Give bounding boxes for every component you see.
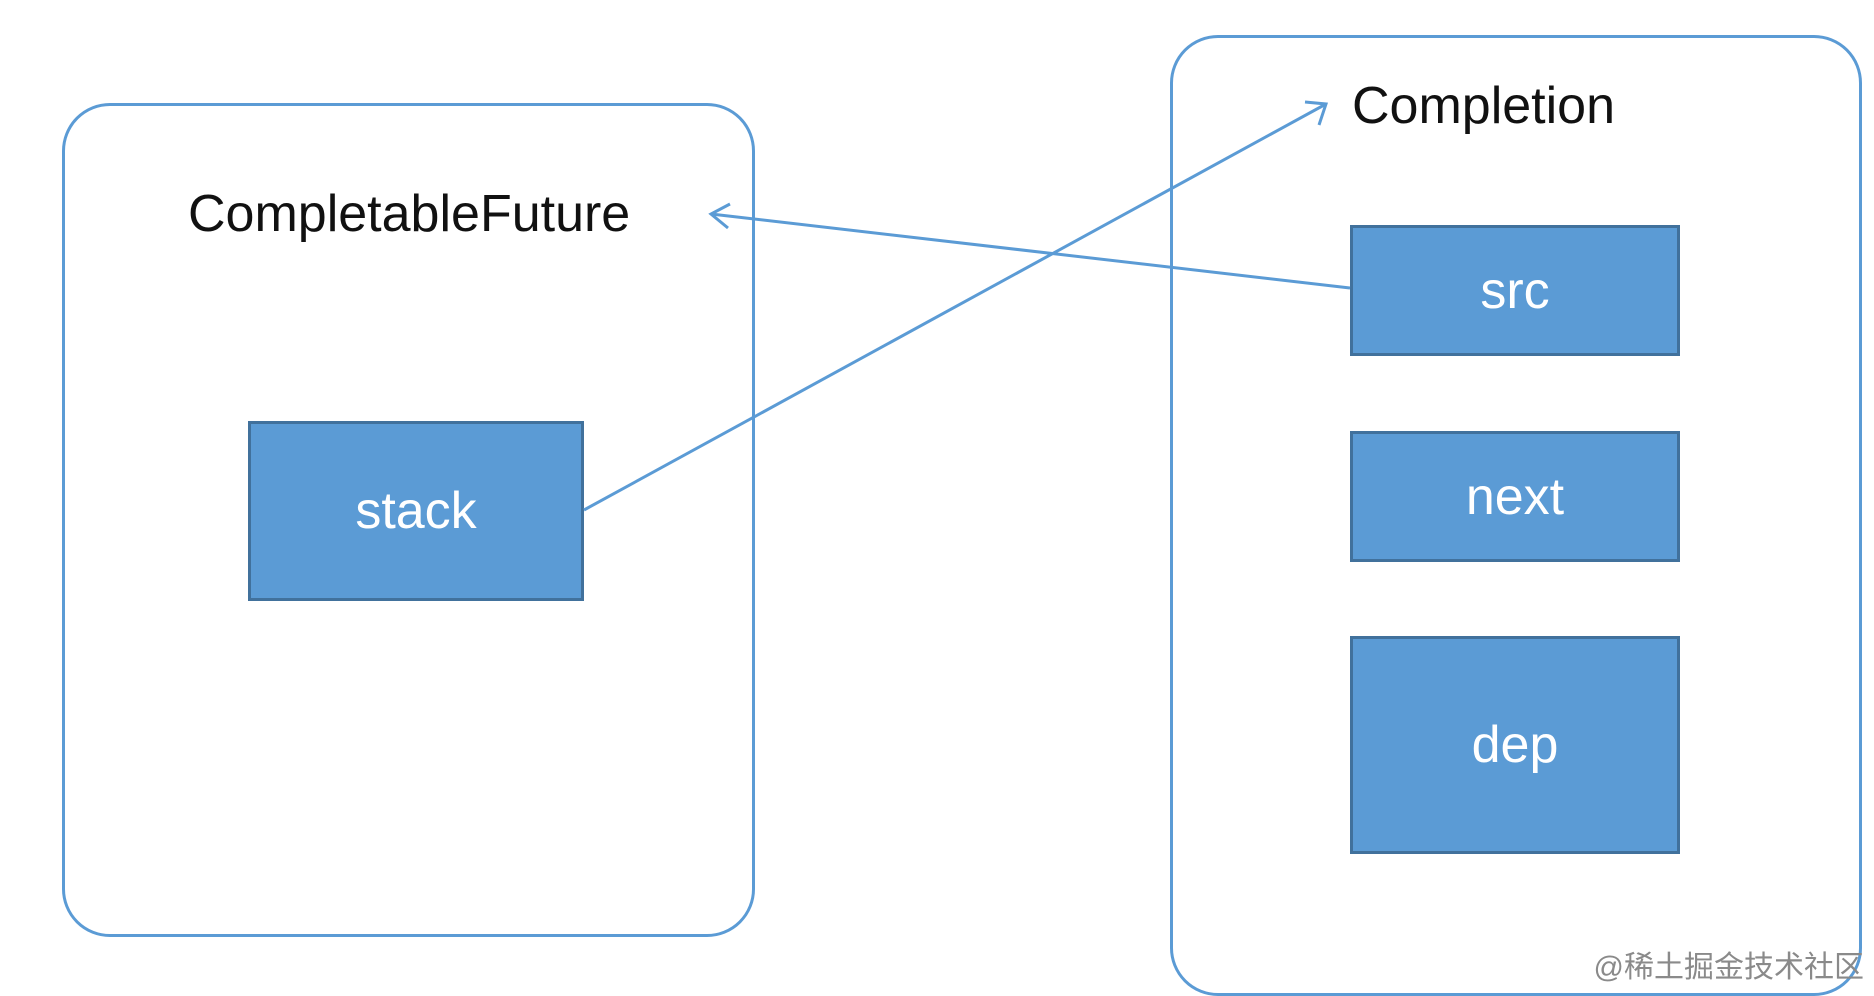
dep-field: dep [1350, 636, 1680, 854]
completion-title: Completion [1352, 77, 1616, 135]
src-field-label: src [1480, 261, 1550, 320]
dep-field-label: dep [1471, 716, 1559, 774]
completion-container [1170, 35, 1862, 996]
watermark: @稀土掘金技术社区 [1593, 951, 1864, 984]
next-field-label: next [1465, 467, 1565, 526]
completable-future-container [62, 103, 755, 937]
stack-field-label: stack [355, 482, 477, 540]
stack-field: stack [248, 421, 584, 601]
next-field: next [1350, 431, 1680, 562]
completable-future-title: CompletableFuture [188, 185, 631, 243]
src-field: src [1350, 225, 1680, 356]
